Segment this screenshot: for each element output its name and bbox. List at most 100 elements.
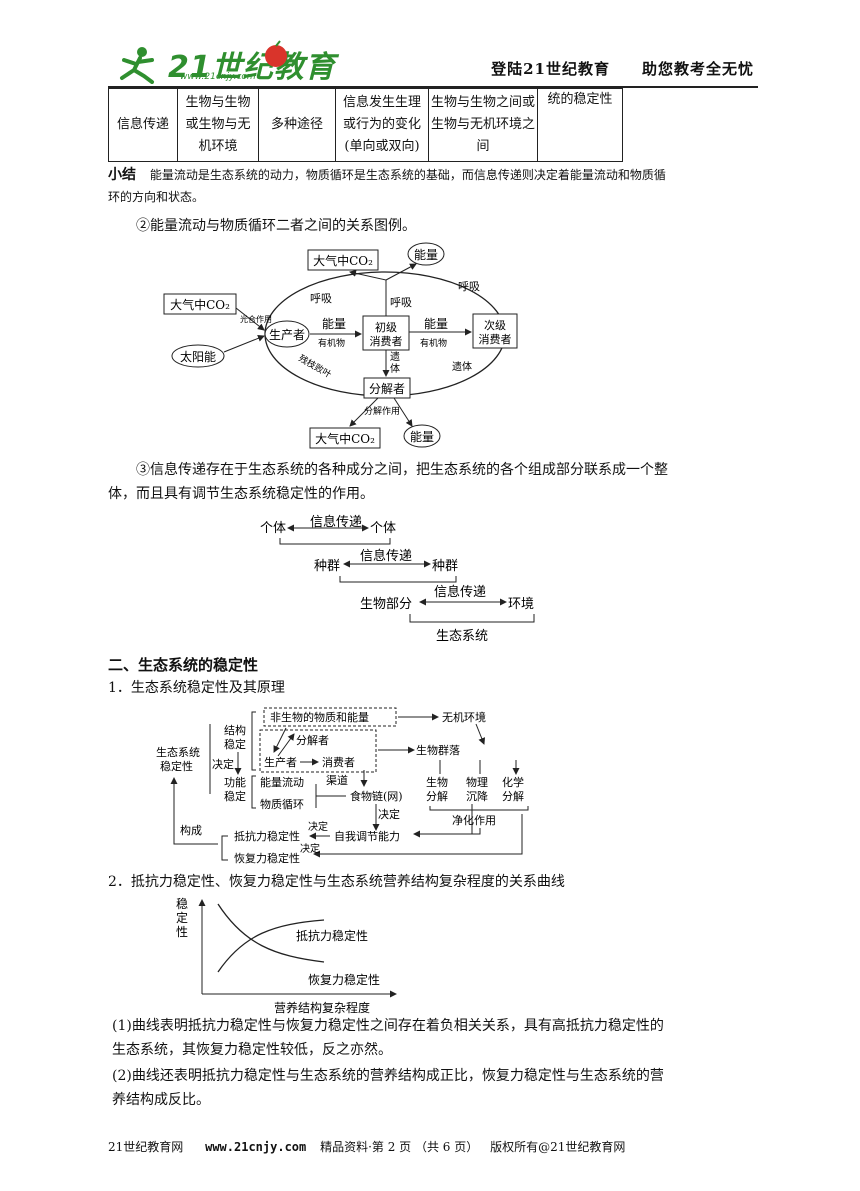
respiration-label-1: 呼吸 (310, 292, 332, 305)
atmo-co2-bottom: 大气中CO₂ (315, 431, 375, 446)
header-slogan: 登陆21世纪教育 助您教考全无忧 (491, 60, 754, 78)
bio-decomp-2: 分解 (426, 789, 448, 803)
primary-consumer-l1: 初级 (375, 320, 397, 334)
table-cell: 信息发生生理或行为的变化(单向或双向) (335, 88, 429, 162)
section-2-title: 二、生态系统的稳定性 (108, 656, 259, 674)
decomposer-box (363, 377, 411, 399)
table-row: 信息传递 生物与生物或生物与无机环境 多种途径 信息发生生理或行为的变化(单向或… (108, 88, 623, 162)
community: 生物群落 (416, 743, 460, 757)
resistance-curve (217, 919, 325, 973)
conclusion-1-line-1: (1)曲线表明抵抗力稳定性与恢复力稳定性之间存在着负相关关系，具有高抵抗力稳定性… (112, 1018, 664, 1034)
remains-v2: 体 (390, 363, 400, 375)
organic-label-1: 有机物 (318, 337, 345, 349)
summary-label: 小结 (108, 167, 136, 183)
chart-xlabel: 营养结构复杂程度 (274, 1000, 370, 1015)
compose-label: 构成 (180, 823, 202, 837)
stability-l1: 生态系统 (156, 745, 200, 759)
function-l1: 功能 (224, 775, 246, 789)
table-cell: 统的稳定性 (537, 88, 623, 162)
recovery-curve (217, 903, 325, 963)
producer: 生产者 (269, 328, 305, 342)
resistance-curve-label: 抵抗力稳定性 (296, 928, 368, 943)
chart-ylabel-3: 性 (176, 925, 188, 939)
individual-right: 个体 (370, 521, 396, 536)
chart-ylabel-1: 稳 (176, 896, 188, 911)
respiration-label-3: 呼吸 (458, 280, 480, 293)
structure-l2: 稳定 (224, 737, 246, 751)
conclusion-2: (2)曲线还表明抵抗力稳定性与生态系统的营养结构成正比，恢复力稳定性与生态系统的… (112, 1064, 772, 1112)
para-2: ②能量流动与物质循环二者之间的关系图例。 (136, 218, 416, 234)
structure-l1: 结构 (224, 723, 246, 737)
bio-decomp-1: 生物 (426, 775, 448, 789)
energy-label-1: 能量 (322, 317, 346, 331)
info-label-3: 信息传递 (434, 584, 486, 600)
atmo-co2-box-top (307, 249, 379, 271)
para-3-line-1: ③信息传递存在于生态系统的各种成分之间，把生态系统的各个组成部分联系成一个整 (136, 462, 668, 478)
summary-text-1: 能量流动是生态系统的动力，物质循环是生态系统的基础，而信息传递则决定着能量流动和… (149, 168, 666, 182)
para-3: ③信息传递存在于生态系统的各种成分之间，把生态系统的各个组成部分联系成一个整 体… (108, 458, 776, 506)
chem-2: 分解 (502, 789, 524, 803)
decide-label-4: 决定 (300, 842, 320, 855)
energy-ellipse-bottom (403, 424, 441, 448)
primary-consumer-l2: 消费者 (370, 334, 403, 348)
producer-ellipse (264, 320, 310, 348)
environment: 环境 (508, 597, 534, 612)
remains-v1: 遗 (390, 350, 400, 363)
atmo-co2-box-left (163, 293, 237, 315)
footer-site: 21世纪教育网 (108, 1140, 184, 1154)
resistance: 抵抗力稳定性 (234, 829, 300, 843)
material-cycle: 物质循环 (260, 797, 304, 811)
footer-url[interactable]: www.21cnjy.com (205, 1140, 307, 1154)
channel-label: 渠道 (326, 773, 348, 787)
individual-left: 个体 (260, 521, 286, 536)
recovery-curve-label: 恢复力稳定性 (308, 972, 380, 987)
atmo-co2-left: 大气中CO₂ (170, 297, 230, 312)
stability-curve-chart: 稳 定 性 抵抗力稳定性 恢复力稳定性 营养结构复杂程度 (176, 896, 397, 1015)
bio-part: 生物部分 (360, 597, 412, 612)
biotic-box (259, 729, 377, 773)
footer-copyright: 版权所有@21世纪教育网 (490, 1140, 626, 1154)
decomposer: 分解者 (369, 382, 405, 396)
energy-bottom: 能量 (410, 430, 434, 444)
page-footer: 21世纪教育网 www.21cnjy.com 精品资料·第 2 页 （共 6 页… (108, 1138, 758, 1155)
info-label-2: 信息传递 (360, 548, 412, 564)
function-l2: 稳定 (224, 789, 246, 803)
table-cell: 生物与生物或生物与无机环境 (177, 88, 259, 162)
phys-1: 物理 (466, 775, 488, 789)
ecosystem: 生态系统 (436, 629, 488, 644)
energy-label-2: 能量 (424, 317, 448, 331)
summary-text-2: 环的方向和状态。 (108, 190, 205, 204)
conclusion-2-line-2: 养结构成反比。 (112, 1092, 210, 1108)
remains-label: 遗体 (452, 360, 472, 373)
logo-url: www.21cnjy.com (180, 72, 256, 82)
secondary-consumer-box (472, 313, 518, 349)
decide-label-3: 决定 (308, 820, 328, 833)
footer-page: 精品资料·第 2 页 （共 6 页） (320, 1140, 479, 1154)
sun-energy: 太阳能 (180, 349, 216, 364)
phys-2: 沉降 (466, 789, 488, 803)
abiotic: 非生物的物质和能量 (270, 710, 369, 724)
population-left: 种群 (314, 559, 340, 574)
population-right: 种群 (432, 559, 458, 574)
summary: 小结 能量流动是生态系统的动力，物质循环是生态系统的基础，而信息传递则决定着能量… (108, 164, 768, 208)
logo-text: 21世纪教育 (168, 50, 336, 85)
abiotic-box (263, 707, 397, 727)
decide-label-1: 决定 (212, 757, 234, 771)
stability-principle-diagram: 生态系统 稳定性 决定 结构 稳定 功能 稳定 非生物的物质和能量 分解者 生产… (156, 707, 529, 865)
chem-1: 化学 (502, 775, 524, 789)
inorganic-env: 无机环境 (442, 710, 486, 724)
recovery: 恢复力稳定性 (234, 851, 300, 865)
apple-icon (265, 40, 287, 67)
table-cell: 生物与生物之间或生物与无机环境之间 (428, 88, 538, 162)
conclusion-1-line-2: 生态系统，其恢复力稳定性较低，反之亦然。 (112, 1042, 392, 1058)
energy-top: 能量 (414, 248, 438, 262)
decomp-action-label: 分解作用 (364, 405, 400, 417)
atmo-co2-top: 大气中CO₂ (313, 253, 373, 268)
food-chain: 食物链(网) (350, 789, 403, 803)
info-transfer-table: 信息传递 生物与生物或生物与无机环境 多种途径 信息发生生理或行为的变化(单向或… (108, 88, 623, 162)
respiration-label-2: 呼吸 (390, 296, 412, 309)
producer: 生产者 (264, 755, 297, 769)
purify: 净化作用 (452, 813, 496, 827)
stability-l2: 稳定性 (160, 759, 193, 773)
organic-label-2: 有机物 (420, 337, 447, 349)
